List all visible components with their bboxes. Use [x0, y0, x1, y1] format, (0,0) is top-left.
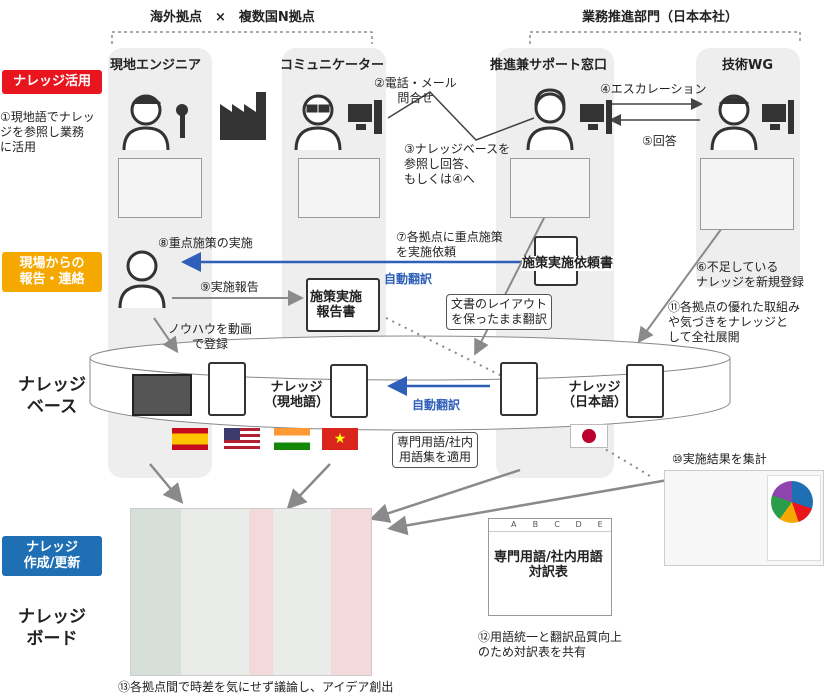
knowledge-jp-label: ナレッジ （日本語） — [562, 380, 628, 410]
video-to-kb-arrow — [153, 317, 179, 354]
support-person-icon — [526, 88, 574, 151]
step-10: ⑩実施結果を集計 — [672, 452, 767, 466]
field-engineer-screen — [118, 158, 202, 218]
support-screen — [510, 158, 590, 218]
tech-person-icon — [710, 94, 758, 151]
tech-screen — [700, 158, 794, 230]
japan-flag-icon — [570, 424, 608, 448]
step-12: ⑫用語統一と翻訳品質向上 のため対訳表を共有 — [478, 630, 623, 659]
col-field-engineer: 現地エンジニア — [110, 58, 202, 73]
auto-translate-label-2: 自動翻訳 — [412, 398, 461, 412]
communicator-pc-icon — [348, 100, 382, 134]
jp-doc-icon-1 — [500, 362, 538, 416]
video-thumbnail — [132, 374, 192, 416]
results-dashboard — [664, 470, 824, 566]
knowledge-local-label: ナレッジ （現地語） — [264, 380, 330, 410]
pie-chart-icon — [771, 481, 813, 523]
vietnam-flag-icon: ★ — [322, 428, 358, 450]
glossary-label: 専門用語/社内用語 対訳表 — [494, 550, 603, 580]
tech-to-kb-arrow — [637, 227, 723, 344]
step-2: ②電話・メール 問合せ — [374, 76, 457, 105]
communicator-screen — [298, 158, 380, 218]
wrench-icon — [176, 104, 188, 138]
communicator-person-icon — [294, 94, 342, 151]
glossary-spreadsheet: A B C D E — [488, 518, 612, 616]
step-9: ⑨実施報告 — [200, 280, 259, 294]
side-knowledge-base: ナレッジ ベース — [18, 375, 86, 417]
board-arrow-1 — [149, 463, 184, 504]
hq-bracket — [529, 31, 801, 44]
side-knowledge-create: ナレッジ 作成/更新 — [2, 536, 102, 576]
side-knowledge-board: ナレッジ ボード — [18, 607, 86, 649]
report-doc-icon — [306, 278, 380, 332]
knowledge-board — [130, 508, 372, 676]
sheet-col-c: C — [554, 520, 560, 529]
step-4: ④エスカレーション — [600, 82, 707, 96]
local-doc-icon-1 — [208, 362, 246, 416]
step-13: ⑬各拠点間で時差を気にせず議論し、アイデア創出 — [118, 680, 394, 694]
col-support-desk: 推進兼サポート窓口 — [490, 58, 608, 73]
hq-header: 業務推進部門（日本本社） — [582, 10, 739, 25]
overseas-bracket — [111, 31, 373, 44]
report-dotted — [385, 317, 507, 379]
reporting-person-icon — [118, 250, 166, 309]
tech-pc-icon — [762, 100, 794, 134]
kb-to-dashboard-dotted — [599, 445, 651, 477]
glossary-callout: 専門用語/社内 用語集を適用 — [392, 432, 479, 468]
step-8: ⑧重点施策の実施 — [158, 236, 253, 250]
report-doc-label: 施策実施 報告書 — [310, 290, 363, 320]
col-communicator: コミュニケーター — [280, 58, 385, 73]
request-doc-label: 施策実施依頼書 — [522, 256, 614, 271]
usa-flag-icon — [224, 428, 260, 450]
board-arrow-4 — [387, 478, 669, 536]
sheet-col-a: A — [511, 520, 517, 529]
spain-flag-icon — [172, 428, 208, 450]
board-arrow-3 — [369, 468, 521, 523]
overseas-header: 海外拠点 × 複数国N拠点 — [150, 10, 315, 25]
field-engineer-person-icon — [122, 94, 170, 151]
step-6: ⑥不足している ナレッジを新規登録 — [696, 260, 805, 289]
step-3: ③ナレッジベースを 参照し回答、 もしくは④へ — [404, 142, 511, 186]
layout-callout: 文書のレイアウト を保ったまま翻訳 — [446, 294, 553, 330]
india-flag-icon — [274, 428, 310, 450]
support-pc-icon — [580, 100, 612, 134]
local-doc-icon-2 — [330, 364, 368, 418]
jp-doc-icon-2 — [626, 364, 664, 418]
sheet-col-e: E — [597, 520, 603, 529]
step-1: ①現地語でナレッ ジを参照し業務 に活用 — [0, 110, 95, 154]
step-5: ⑤回答 — [642, 134, 677, 148]
sheet-col-b: B — [532, 520, 539, 529]
col-tech-wg: 技術WG — [722, 58, 774, 73]
auto-translate-label-1: 自動翻訳 — [384, 272, 433, 286]
step-7: ⑦各拠点に重点施策 を実施依頼 — [396, 230, 503, 259]
video-note: ノウハウを動画 で登録 — [168, 322, 253, 351]
side-knowledge-use: ナレッジ活用 — [2, 70, 102, 94]
step-11: ⑪各拠点の優れた取組み や気づきをナレッジと して全社展開 — [668, 300, 801, 344]
sheet-col-d: D — [575, 520, 582, 529]
kb-cylinder-top — [89, 335, 731, 381]
side-field-report: 現場からの 報告・連絡 — [2, 252, 102, 292]
inquiry-line — [387, 91, 535, 141]
factory-icon — [220, 92, 266, 140]
board-arrow-2 — [286, 463, 331, 510]
